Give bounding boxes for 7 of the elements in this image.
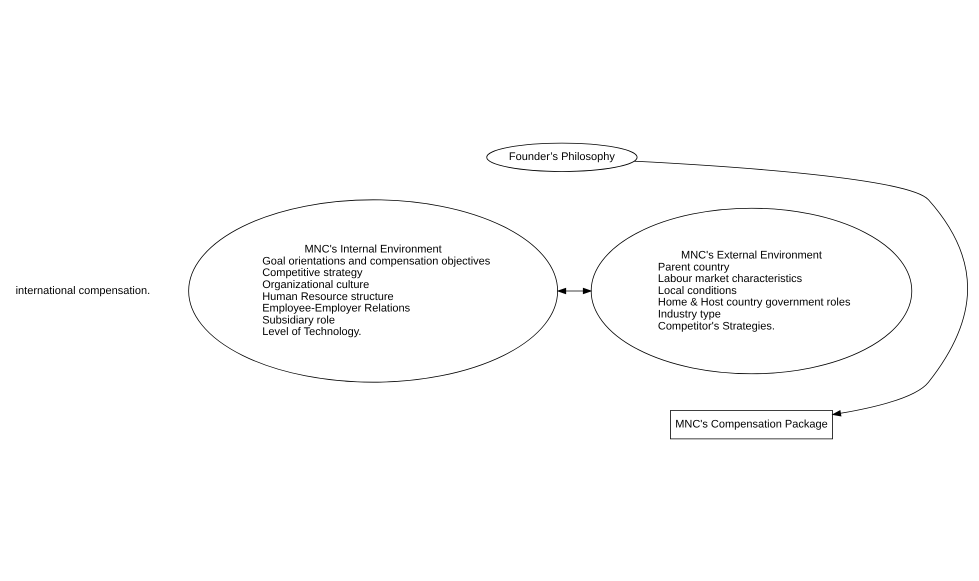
label: international compensation. (16, 284, 150, 296)
node-ellipse: Founder’s Philosophy (486, 142, 638, 172)
arrow (634, 160, 968, 416)
node-box: MNC's Compensation Package (670, 410, 833, 439)
node-ellipse: MNC's External Environment Parent country Labour market characteristics Local conditions Home & Host country government roles Industry type Competitor's Strategies. (590, 207, 912, 374)
node-ellipse: MNC's Internal Environment Goal orientations and compensation objectives Competitive strategy Organizational culture Human Resource structure Employee-Employer Relations Subsidiary role Level of Technology. (188, 198, 558, 382)
arrow (556, 287, 592, 294)
